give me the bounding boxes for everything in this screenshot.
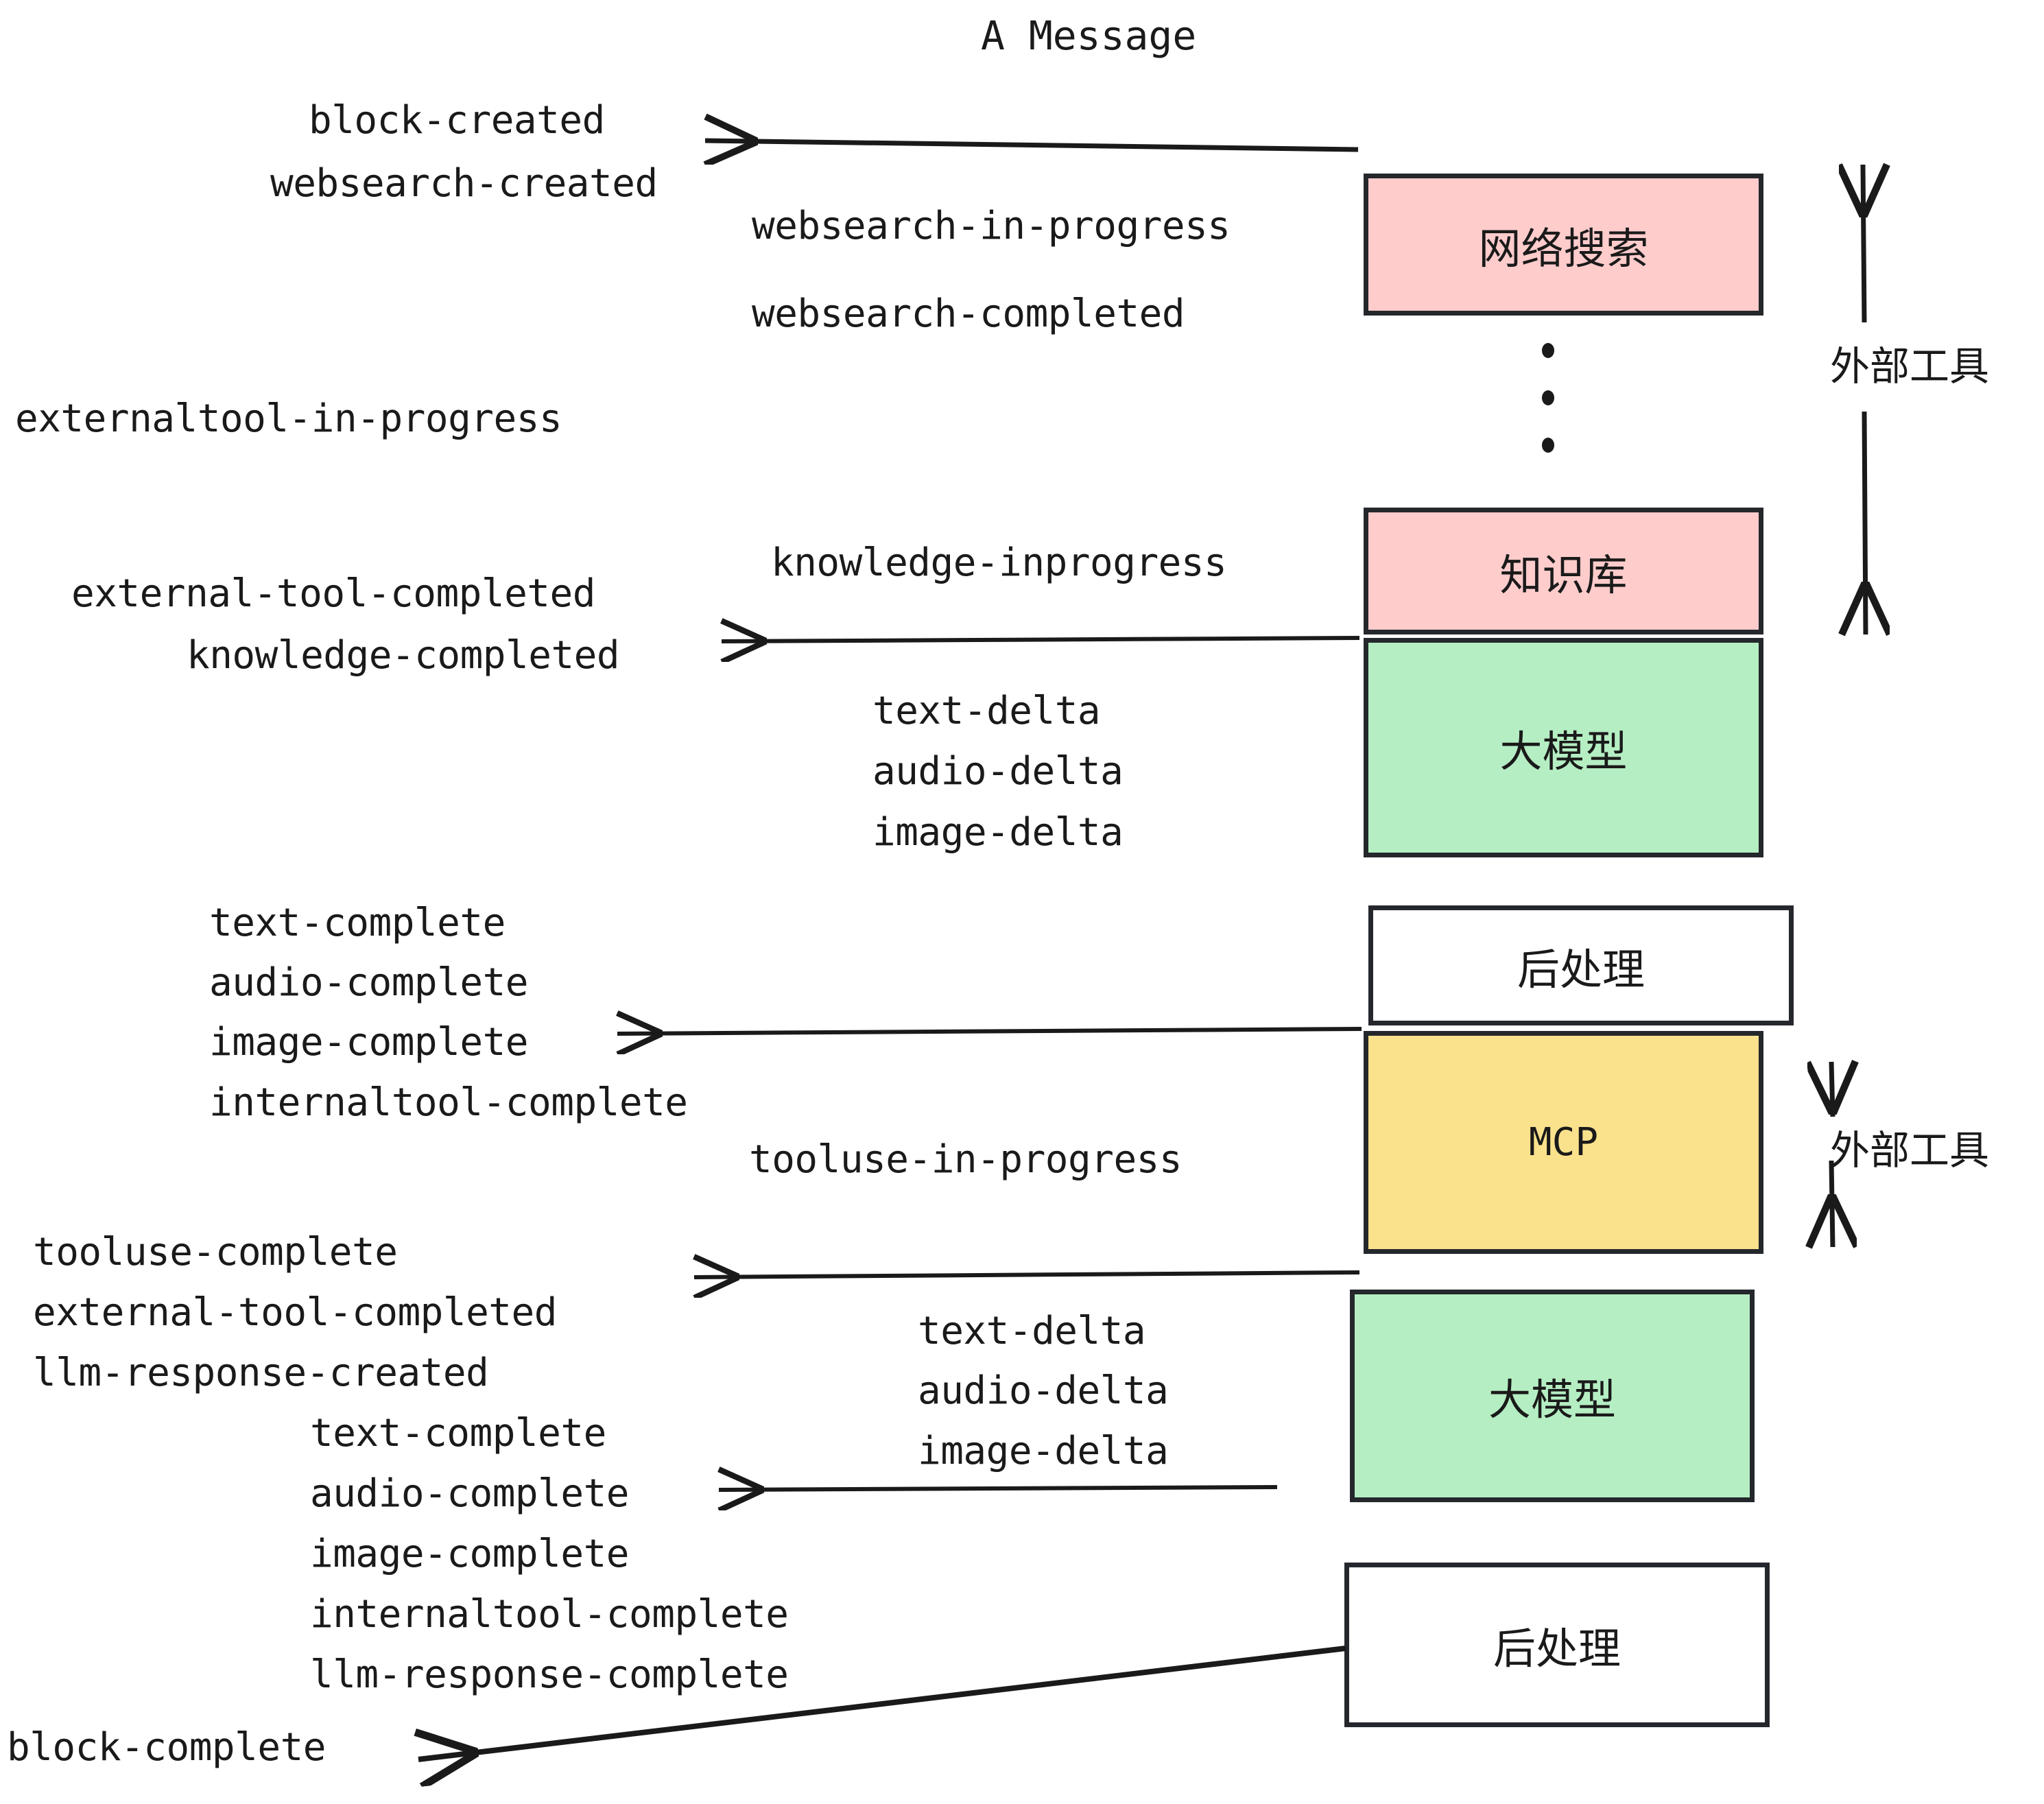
node-box-llm-bottom[interactable]: 大模型 [1350, 1290, 1755, 1502]
arrow-external-tools-bottom-up [1831, 1062, 1833, 1117]
vertical-ellipsis [1540, 343, 1556, 453]
node-box-llm-top[interactable]: 大模型 [1364, 638, 1763, 857]
arrow-websearch-to-created [705, 141, 1359, 150]
event-label-websearch-in-progress: websearch-in-progress [752, 204, 1231, 248]
arrow-postprocess-to-image-complete [617, 1029, 1362, 1034]
annotation-external-tools-top: 外部工具 [1830, 343, 1990, 390]
event-label-block-created: block-created [309, 98, 605, 143]
event-label-knowledge-inprogress: knowledge-inprogress [771, 541, 1227, 585]
node-box-knowledge[interactable]: 知识库 [1364, 508, 1763, 634]
event-label-llm-response-complete: llm-response-complete [310, 1652, 789, 1697]
ellipsis-dot [1542, 438, 1554, 453]
event-label-internaltool-complete-1: internaltool-complete [209, 1080, 688, 1125]
event-label-image-complete-1: image-complete [209, 1020, 529, 1065]
event-label-image-delta-1: image-delta [872, 810, 1124, 855]
event-label-text-complete-2: text-complete [310, 1411, 606, 1456]
event-label-audio-complete-1: audio-complete [209, 960, 529, 1005]
arrow-knowledge-to-completed [722, 638, 1360, 641]
node-box-mcp[interactable]: MCP [1364, 1031, 1763, 1254]
event-label-llm-response-created: llm-response-created [33, 1351, 489, 1395]
arrow-external-tools-top-down [1864, 411, 1866, 634]
event-label-text-complete-1: text-complete [209, 901, 506, 945]
ellipsis-dot [1542, 390, 1554, 405]
page-title: A Message [981, 12, 1197, 59]
arrow-external-tools-top-up [1863, 165, 1864, 323]
event-label-audio-delta-1: audio-delta [872, 749, 1124, 794]
node-box-postprocess-top[interactable]: 后处理 [1368, 905, 1794, 1025]
node-label-mcp: MCP [1528, 1120, 1599, 1165]
node-label-websearch: 网络搜索 [1478, 223, 1649, 274]
node-box-websearch[interactable]: 网络搜索 [1364, 174, 1763, 316]
event-label-externaltool-in-progress: externaltool-in-progress [15, 396, 562, 441]
event-label-audio-delta-2: audio-delta [918, 1368, 1169, 1413]
arrow-mcp-to-tooluse-complete [694, 1272, 1360, 1277]
event-label-tooluse-in-progress: tooluse-in-progress [749, 1137, 1183, 1182]
event-label-image-delta-2: image-delta [918, 1429, 1169, 1473]
node-label-llm-top: 大模型 [1499, 726, 1628, 776]
event-label-block-complete: block-complete [7, 1725, 326, 1770]
arrow-llm-to-audio-complete [719, 1487, 1278, 1490]
event-label-external-tool-completed-2: external-tool-completed [33, 1290, 557, 1335]
event-label-text-delta-2: text-delta [918, 1309, 1146, 1353]
node-label-postprocess-bottom: 后处理 [1493, 1624, 1621, 1674]
event-label-knowledge-completed: knowledge-completed [187, 633, 620, 678]
node-label-knowledge: 知识库 [1499, 549, 1628, 600]
annotation-external-tools-bottom: 外部工具 [1830, 1127, 1990, 1174]
node-label-llm-bottom: 大模型 [1488, 1375, 1616, 1425]
node-box-postprocess-bottom[interactable]: 后处理 [1344, 1563, 1770, 1727]
event-label-text-delta-1: text-delta [872, 689, 1101, 733]
event-label-audio-complete-2: audio-complete [310, 1471, 630, 1516]
node-label-postprocess-top: 后处理 [1517, 944, 1645, 995]
event-label-websearch-completed: websearch-completed [752, 292, 1185, 336]
event-label-internaltool-complete-2: internaltool-complete [310, 1592, 789, 1637]
event-label-external-tool-completed-1: external-tool-completed [71, 571, 595, 616]
event-label-websearch-created: websearch-created [270, 161, 658, 206]
ellipsis-dot [1542, 343, 1554, 358]
event-label-tooluse-complete: tooluse-complete [33, 1230, 398, 1274]
event-label-image-complete-2: image-complete [310, 1532, 630, 1576]
